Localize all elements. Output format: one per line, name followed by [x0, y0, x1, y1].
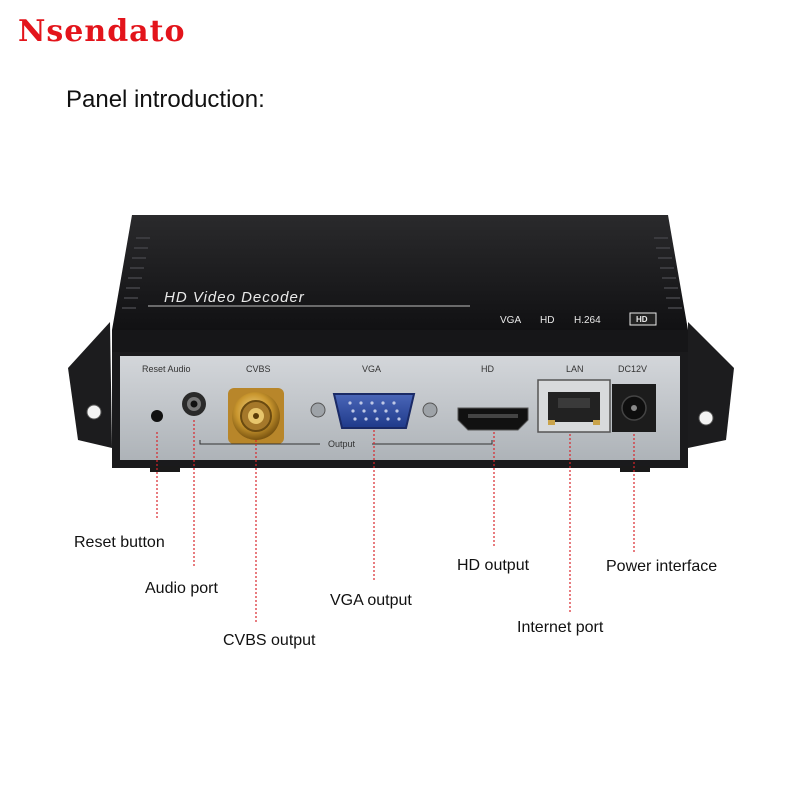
callout-vga-output: VGA output	[330, 592, 412, 609]
label-dc: DC12V	[618, 364, 647, 374]
device-model-label: HD Video Decoder	[164, 289, 305, 306]
badge-h264: H.264	[574, 315, 601, 326]
callout-hd-output: HD output	[457, 557, 530, 574]
reset-button	[151, 410, 163, 422]
vga-port	[310, 393, 438, 429]
callout-reset-button: Reset button	[74, 534, 165, 551]
dc-power-jack	[612, 384, 656, 432]
mounting-ear-left	[68, 322, 112, 448]
page-title: Panel introduction:	[66, 86, 265, 113]
audio-port	[182, 392, 206, 416]
leader-lines	[156, 420, 635, 622]
label-reset-audio: Reset Audio	[142, 364, 191, 374]
badge-vga: VGA	[500, 315, 521, 326]
label-cvbs: CVBS	[246, 364, 271, 374]
output-group-bracket	[199, 440, 493, 445]
hd-logo: HD	[629, 312, 657, 326]
brand-logo: Nsendato	[18, 14, 186, 49]
badge-hd: HD	[540, 315, 554, 326]
hd-output-port	[457, 407, 529, 431]
lan-port	[537, 379, 611, 433]
callout-cvbs-output: CVBS output	[223, 632, 316, 649]
mounting-ear-right	[688, 322, 734, 448]
label-hd: HD	[481, 364, 494, 374]
cvbs-bnc-connector	[228, 388, 284, 444]
svg-text:HD: HD	[636, 315, 648, 324]
label-vga: VGA	[362, 364, 381, 374]
label-lan: LAN	[566, 364, 584, 374]
callout-power-interface: Power interface	[606, 558, 718, 575]
callout-internet-port: Internet port	[517, 619, 604, 636]
callout-audio-port: Audio port	[145, 580, 218, 597]
label-output: Output	[328, 439, 356, 449]
chassis-top	[112, 215, 688, 330]
